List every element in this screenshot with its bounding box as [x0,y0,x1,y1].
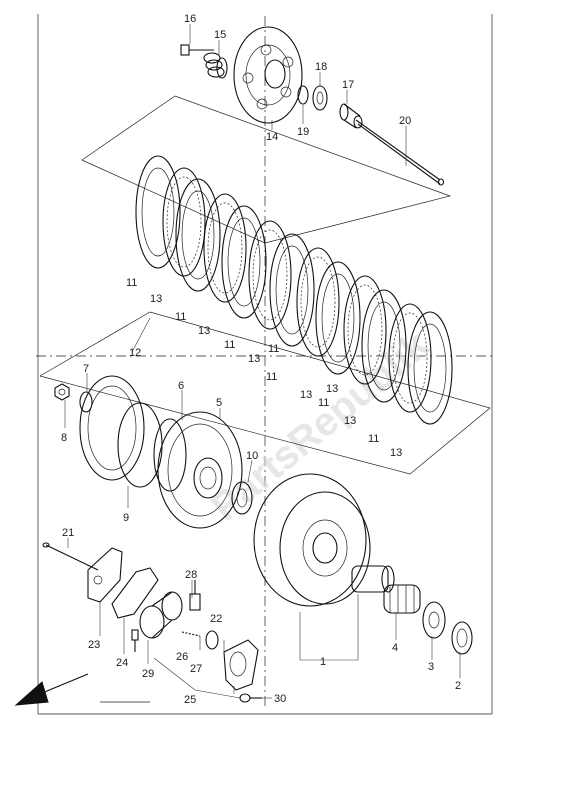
callout-9: 9 [123,512,129,524]
callout-labels: 16 15 18 17 14 19 20 11 13 11 13 11 13 1… [61,13,461,706]
bolt-30 [239,693,262,703]
callout-20: 20 [399,115,411,127]
friction-plate-11-b [175,178,221,292]
callout-13-f: 13 [344,415,356,427]
callout-8: 8 [61,432,67,444]
callout-11-f: 11 [318,397,329,409]
page-frame [36,14,494,715]
callout-3: 3 [428,661,434,673]
bearing-18 [312,85,328,111]
washer-10 [231,481,253,515]
spacer-2 [451,621,473,655]
direction-arrow-icon [14,673,89,706]
callout-30: 30 [274,693,286,705]
thrust-washer-3 [422,601,446,639]
callout-15: 15 [214,29,226,41]
callout-26: 26 [176,651,188,663]
callout-11-a: 11 [126,277,137,289]
clutch-housing-group [253,473,473,655]
callout-6: 6 [178,380,184,392]
callout-13-a: 13 [150,293,162,305]
callout-23: 23 [88,639,100,651]
callout-13-g: 13 [390,447,402,459]
wave-plate-6 [153,418,187,492]
callout-11-b: 11 [175,311,186,323]
callout-18: 18 [315,61,327,73]
wire-ring-9 [117,402,163,488]
callout-14: 14 [266,131,278,143]
callout-13-c: 13 [248,353,260,365]
callout-16: 16 [184,13,196,25]
callout-7: 7 [83,363,89,375]
bolt-24 [131,629,139,652]
spacer-sleeve [351,565,395,593]
pressure-plate-group [180,26,445,186]
callout-5: 5 [216,397,222,409]
callout-27: 27 [190,663,202,675]
callout-19: 19 [297,126,309,138]
callout-17: 17 [342,79,354,91]
callout-2: 2 [455,680,461,692]
release-gear-29 [139,591,183,639]
clutch-hub-5 [157,411,243,529]
push-rod-20 [355,119,445,186]
callout-13-d: 13 [300,389,312,401]
friction-plate-12 [79,375,145,481]
callout-11-d: 11 [268,343,279,355]
steel-plate-13-b [203,193,247,303]
spring-15 [203,52,228,79]
plate-stack-group [39,95,491,529]
spring-28 [189,580,201,611]
callout-11-e: 11 [266,371,277,383]
nut-8 [54,383,70,401]
seal-22 [205,630,219,650]
callout-22: 22 [210,613,222,625]
callout-1: 1 [320,656,326,668]
callout-29: 29 [142,668,154,680]
washer-19 [297,85,309,105]
steel-plate-13-a [162,167,206,277]
pin-26 [181,631,201,637]
pressure-plate-14 [233,26,303,124]
callout-24: 24 [116,657,128,669]
callout-21: 21 [62,527,74,539]
callout-28: 28 [185,569,197,581]
friction-plate-11-d [269,233,315,347]
push-piece-17 [339,103,363,129]
release-mechanism-group [42,542,262,703]
release-housing-27 [223,639,259,691]
gasket-24 [111,567,159,619]
callout-11-c: 11 [224,339,235,351]
friction-plate-11-a [135,155,181,269]
leader-lines [64,24,461,699]
needle-bearing-4 [383,584,421,614]
callout-13-e: 13 [326,383,338,395]
clutch-housing-1 [253,473,371,607]
cover-plate-23 [87,547,123,603]
bolt-16 [180,44,214,56]
callout-25: 25 [184,694,196,706]
callout-12: 12 [129,347,141,359]
callout-13-b: 13 [198,325,210,337]
callout-4: 4 [392,642,398,654]
pushrod-21 [42,542,99,571]
callout-11-g: 11 [368,433,379,445]
washer-7 [79,391,93,413]
callout-10: 10 [246,450,258,462]
